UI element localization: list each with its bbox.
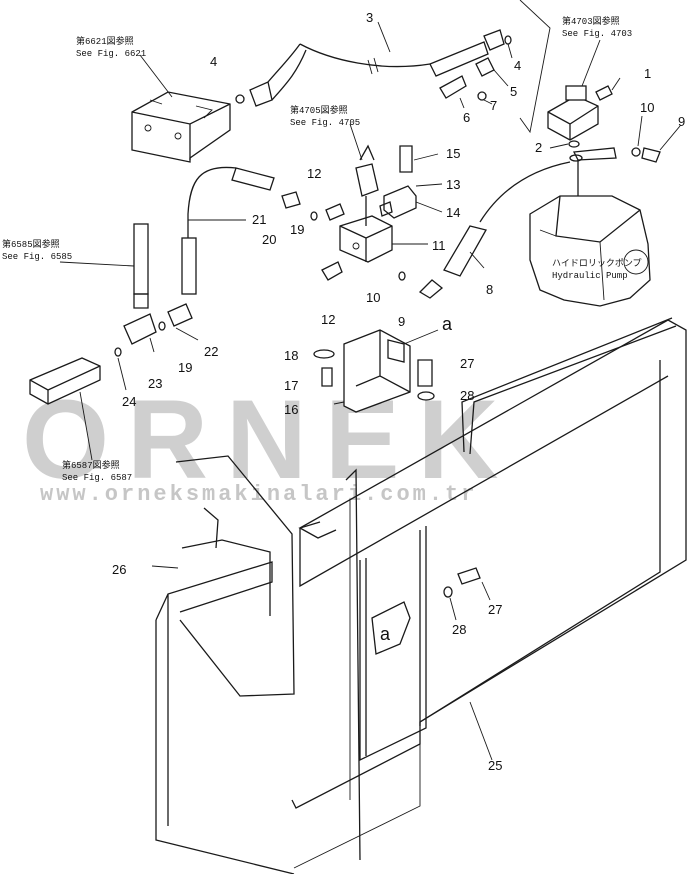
left-pipes (59, 223, 199, 391)
part-number-2: 2 (535, 140, 542, 155)
fittings-4-5-6-7 (439, 0, 551, 134)
part-number-10-center: 10 (366, 290, 380, 305)
detail-marker-bottom: a (380, 624, 391, 644)
manifold-11 (321, 203, 428, 281)
part-number-18: 18 (284, 348, 298, 363)
part-number-4-left: 4 (210, 54, 217, 69)
hose-3 (235, 21, 505, 107)
watermark-url: www.orneksmakinalari.com.tr (40, 482, 477, 507)
bracket-16: a (313, 314, 453, 413)
part-number-27-bottom: 27 (488, 602, 502, 617)
part-number-8: 8 (486, 282, 493, 297)
part-number-27-top: 27 (460, 356, 474, 371)
part-number-15: 15 (446, 146, 460, 161)
part-number-6: 6 (463, 110, 470, 125)
ref-6587-jp: 第6587図参照 (62, 459, 120, 471)
part-number-25: 25 (488, 758, 502, 773)
part-number-7: 7 (490, 98, 497, 113)
hydraulic-pump: ハイドロリックポンプ Hydraulic Pump (529, 195, 651, 307)
ref-6585-jp: 第6585図参照 (2, 238, 60, 250)
part-number-17: 17 (284, 378, 298, 393)
valve-block-6587 (29, 357, 101, 461)
ref-4703-jp: 第4703図参照 (562, 15, 620, 27)
component-4705 (349, 123, 443, 226)
part-number-13: 13 (446, 177, 460, 192)
ref-4703-en: See Fig. 4703 (562, 29, 632, 39)
part-number-1: 1 (644, 66, 651, 81)
part-number-5: 5 (510, 84, 517, 99)
part-number-24: 24 (122, 394, 136, 409)
ref-6621-jp: 第6621図参照 (76, 35, 134, 47)
part-number-23: 23 (148, 376, 162, 391)
part-number-21: 21 (252, 212, 266, 227)
ref-6587-en: See Fig. 6587 (62, 473, 132, 483)
pump-label-jp: ハイドロリックポンプ (552, 258, 642, 269)
pump-label-en: Hydraulic Pump (552, 271, 628, 281)
part-number-19-bottom: 19 (178, 360, 192, 375)
frame-26 (151, 455, 295, 874)
valve-block-6621 (131, 54, 231, 163)
part-number-19-top: 19 (290, 222, 304, 237)
valve-block-4703 (547, 39, 621, 141)
detail-marker-top: a (442, 314, 453, 334)
part-number-26: 26 (112, 562, 126, 577)
part-number-16: 16 (284, 402, 298, 417)
hose-21 (187, 166, 318, 240)
part-number-12-bottom: 12 (321, 312, 335, 327)
ref-6585-en: See Fig. 6585 (2, 252, 72, 262)
reference-labels: 第6621図参照 See Fig. 6621 第4703図参照 See Fig.… (2, 15, 632, 483)
watermark: ORNEK www.orneksmakinalari.com.tr (22, 377, 498, 507)
part-number-12-top: 12 (307, 166, 321, 181)
part-number-10-right: 10 (640, 100, 654, 115)
part-number-14: 14 (446, 205, 460, 220)
part-number-9-center: 9 (398, 314, 405, 329)
part-numbers: 1 2 3 4 4 5 6 7 8 9 9 10 10 11 12 12 13 … (112, 10, 685, 773)
ref-4705-jp: 第4705図参照 (290, 104, 348, 116)
part-number-4-right: 4 (514, 58, 521, 73)
ref-4705-en: See Fig. 4705 (290, 118, 360, 128)
part-number-28-bottom: 28 (452, 622, 466, 637)
frame-25: a (291, 317, 687, 869)
hose-8 (418, 115, 681, 299)
part-number-28-top: 28 (460, 388, 474, 403)
part-number-20: 20 (262, 232, 276, 247)
part-number-3: 3 (366, 10, 373, 25)
part-number-9-right: 9 (678, 114, 685, 129)
part-number-11: 11 (432, 238, 446, 253)
part-number-22: 22 (204, 344, 218, 359)
ref-6621-en: See Fig. 6621 (76, 49, 146, 59)
